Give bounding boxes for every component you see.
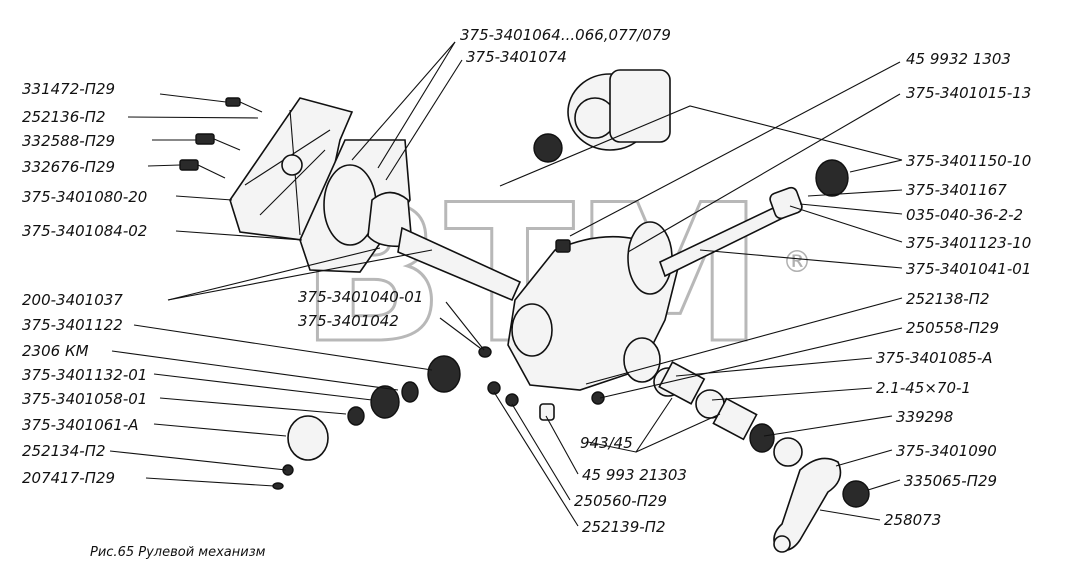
label-375-3401074: 375-3401074: [466, 48, 567, 66]
sector-bushings: [653, 361, 803, 467]
label-252139: 252139-П2: [582, 518, 666, 536]
label-375-3401085-a: 375-3401085-А: [876, 349, 993, 367]
label-250558: 250558-П29: [906, 319, 999, 337]
label-45-9932-1303-top: 45 9932 1303: [906, 50, 1011, 68]
label-375-3401090: 375-3401090: [896, 442, 997, 460]
label-250560: 250560-П29: [574, 492, 667, 510]
label-375-3401040-01: 375-3401040-01: [298, 288, 423, 306]
label-375-3401122: 375-3401122: [22, 316, 123, 334]
label-332588: 332588-П29: [22, 132, 115, 150]
label-332676: 332676-П29: [22, 158, 115, 176]
label-331472: 331472-П29: [22, 80, 115, 98]
label-252136: 252136-П2: [22, 108, 106, 126]
label-252138: 252138-П2: [906, 290, 990, 308]
label-375-3401041-01: 375-3401041-01: [906, 260, 1031, 278]
label-375-3401084-02: 375-3401084-02: [22, 222, 147, 240]
shaft-bearings: [272, 355, 461, 490]
cover-bolts: [179, 97, 263, 179]
watermark-registered-mark: ®: [782, 245, 812, 280]
plugs: [478, 346, 605, 421]
label-339298: 339298: [896, 408, 953, 426]
label-258073: 258073: [884, 511, 941, 529]
steering-nut-assembly: [533, 69, 671, 163]
pitman-arm: [773, 457, 870, 553]
label-375-3401080-20: 375-3401080-20: [22, 188, 147, 206]
sector-shaft: [367, 191, 522, 302]
label-375-3401015-13: 375-3401015-13: [906, 84, 1031, 102]
label-200-3401037: 200-3401037: [22, 291, 123, 309]
label-375-3401123-10: 375-3401123-10: [906, 234, 1031, 252]
label-375-3401132-01: 375-3401132-01: [22, 366, 147, 384]
label-375-3401061-a: 375-3401061-А: [22, 416, 139, 434]
label-252134: 252134-П2: [22, 442, 106, 460]
label-375-3401058-01: 375-3401058-01: [22, 390, 147, 408]
label-207417: 207417-П29: [22, 469, 115, 487]
label-035-040-36-2-2: 035-040-36-2-2: [906, 206, 1023, 224]
label-335065: 335065-П29: [904, 472, 997, 490]
figure-caption: Рис.65 Рулевой механизм: [90, 545, 266, 560]
label-375-3401042: 375-3401042: [298, 312, 399, 330]
label-375-3401150-10: 375-3401150-10: [906, 152, 1031, 170]
label-45-993-21303-bottom: 45 993 21303: [582, 466, 687, 484]
label-2-1-45x70-1: 2.1-45×70-1: [876, 379, 971, 397]
part-labels: 331472-П29 252136-П2 332588-П29 332676-П…: [22, 26, 1031, 536]
leader-lines: [109, 41, 903, 527]
label-943-45: 943/45: [580, 434, 633, 452]
label-375-3401064: 375-3401064...066,077/079: [460, 26, 671, 44]
label-375-3401167: 375-3401167: [906, 181, 1007, 199]
worm-shaft: [555, 159, 849, 278]
label-2306-km: 2306 КМ: [22, 342, 89, 360]
